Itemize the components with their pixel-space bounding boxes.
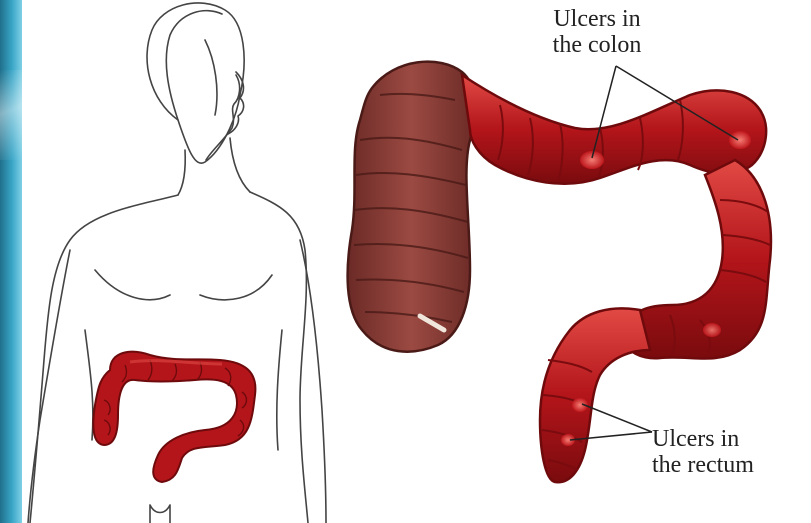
neck-outline [178,138,250,195]
colon-ulcers-label: Ulcers in the colon [532,6,662,58]
rectum-leader-line-1 [582,404,652,432]
body-colon-shape [93,352,255,482]
sigmoid-rectum [540,308,650,482]
ulcer-transverse-2 [729,131,751,149]
hair-outline [166,11,239,160]
ulcer-transverse-1 [580,151,604,169]
ascending-colon [348,62,476,352]
ulcer-descending [703,323,721,337]
rectum-ulcers-label-line1: Ulcers in [652,426,802,452]
colon-ulcers-label-line1: Ulcers in [532,6,662,32]
descending-colon [624,160,771,359]
colon-ulcers-label-line2: the colon [532,32,662,58]
rectum-ulcers-label: Ulcers in the rectum [652,426,802,478]
chest-outline [95,270,272,300]
groin-outline [150,505,170,523]
body-colon [93,352,255,482]
large-colon [348,62,771,483]
rectum-ulcers-label-line2: the rectum [652,452,802,478]
